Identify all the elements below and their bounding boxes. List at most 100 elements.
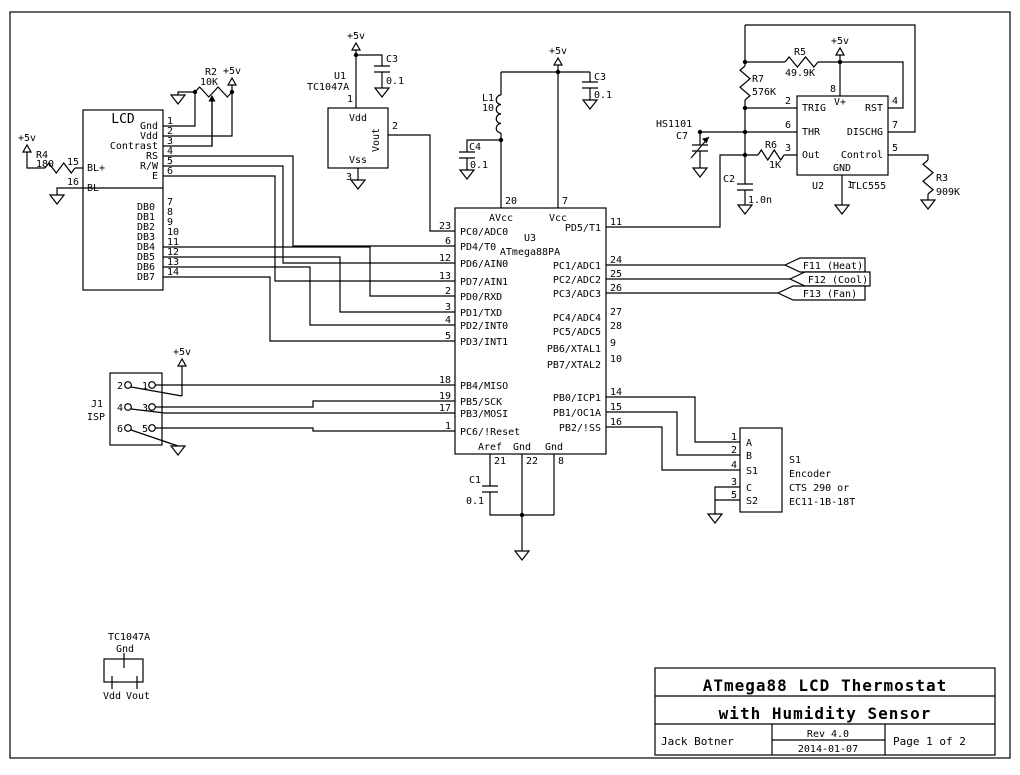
plus5v-icon [22,144,32,153]
junction-dot [498,137,504,143]
author-name: Jack Botner [661,735,734,748]
c4-value: 0.1 [470,160,488,171]
u3-pin-label: PD4/T0 [460,242,496,253]
u2-trig-label: TRIG [802,103,826,114]
r3-ref: R3 [936,173,948,184]
u3-pin-label: PC6/!Reset [460,427,520,438]
footprint-vout-label: Vout [126,691,150,702]
u3-pin-label: PC2/ADC2 [553,275,601,286]
u1-ref: U1 [334,71,346,82]
wire-mcu-gnd [489,454,555,551]
schematic-title-line2: with Humidity Sensor [719,704,932,723]
j1-pin-num: 6 [117,424,123,435]
l1-value: 10 [482,103,494,114]
lcd-pin-label: RS [146,151,158,162]
u3-pin-label: PC3/ADC3 [553,289,601,300]
u3-pin-label: PC4/ADC4 [553,313,601,324]
ground-icon [514,550,530,561]
j1-pin-circle [148,381,156,389]
ground-icon [170,445,186,456]
s1-encoder: A B S1 C S2 1 2 4 3 5 S1 Encoder CTS 290… [731,427,855,513]
u3-pin-num: 11 [610,217,622,228]
u3-pin-num: 4 [445,315,451,326]
ground-icon [692,167,708,178]
u3-pin-label: PB6/XTAL1 [547,344,601,355]
u2-vplus-label: V+ [834,97,846,108]
net-flag-heat-label: F11 (Heat) [803,261,863,272]
u3-gnd-label: Gnd [545,442,563,453]
lcd-pin-label: E [152,171,158,182]
junction-dot [742,105,748,111]
u3-pin-label: PB2/!SS [559,423,601,434]
plus5v-label: +5v [831,36,849,47]
u1-part: TC1047A [307,82,349,93]
c1-value: 0.1 [466,496,484,507]
j1-isp-header: 2 4 6 1 3 5 J1 ISP [87,372,163,446]
lcd-db-label: DB6 [137,262,155,273]
u3-aref-label: Aref [478,442,502,453]
net-flag-cool [788,271,871,287]
capacitor-symbol [582,81,598,89]
u3-pin-num: 6 [445,236,451,247]
lcd-component: LCD Gnd Vdd Contrast RS R/W E 1 2 3 4 5 … [67,109,179,291]
lcd-box [82,109,164,291]
j1-pin-num: 1 [142,381,148,392]
capacitor-c4: C4 0.1 [459,142,488,171]
wire-lcd-local [26,85,233,195]
s1-pin-num: 5 [731,490,737,501]
capacitor-symbol [482,485,498,493]
lcd-db-label: DB2 [137,222,155,233]
s1-desc: Encoder [789,469,831,480]
u3-pin-label: PB0/ICP1 [553,393,601,404]
u2-dischg-label: DISCHG [847,127,883,138]
u3-pin-num: 1 [445,421,451,432]
plus5v-icon [835,47,845,56]
sheet-border [9,11,1011,759]
ground-icon [374,87,390,98]
plus5v-label: +5v [18,133,36,144]
capacitor-c2: C2 1.0n [723,174,772,206]
u2-pin-num: 3 [785,143,791,154]
u3-pin-num: 28 [610,321,622,332]
u3-pin-num: 26 [610,283,622,294]
u1-box [327,107,389,169]
resistor-r6: R6 1K [757,140,785,171]
c3b-value: 0.1 [594,90,612,101]
net-flag-cool-label: F12 (Cool) [808,275,868,286]
potentiometer-r2: R2 10K [194,67,233,146]
u3-pin-num: 23 [439,221,451,232]
c2-ref: C2 [723,174,735,185]
lcd-db-label: DB7 [137,272,155,283]
lcd-pin-label: Gnd [140,121,158,132]
u3-pin-num: 27 [610,307,622,318]
lcd-blminus-label: BL- [87,183,105,194]
u3-pin-label: PB3/MOSI [460,409,508,420]
u3-pin-label: PC5/ADC5 [553,327,601,338]
revision-date: 2014-01-07 [798,744,858,755]
schematic-title-line1: ATmega88 LCD Thermostat [703,676,948,695]
c3a-ref: C3 [386,54,398,65]
s1-ref: S1 [789,455,801,466]
u3-pin-num: 9 [610,338,616,349]
r7-value: 576K [752,87,776,98]
ground-icon [170,94,186,105]
resistor-symbol [44,162,76,174]
plus5v-label: +5v [347,31,365,42]
c1-ref: C1 [469,475,481,486]
plus5v-icon [177,358,187,367]
lcd-db-num: 13 [167,257,179,268]
title-block-box [654,667,996,756]
variable-arrowhead [702,137,709,144]
u3-ref: U3 [524,233,536,244]
s1-desc: EC11-1B-18T [789,497,855,508]
net-flag-heat [783,257,866,273]
u2-pin-num: 4 [892,96,898,107]
u3-pin-label: PB1/OC1A [553,408,601,419]
u3-vcc-label: Vcc [549,213,567,224]
pot-wiper-arrow [208,95,216,102]
lcd-db-label: DB3 [137,232,155,243]
net-flags: F11 (Heat) F12 (Cool) F13 (Fan) [776,257,871,301]
r2-ref: R2 [205,67,217,78]
capacitor-symbol [692,144,708,152]
